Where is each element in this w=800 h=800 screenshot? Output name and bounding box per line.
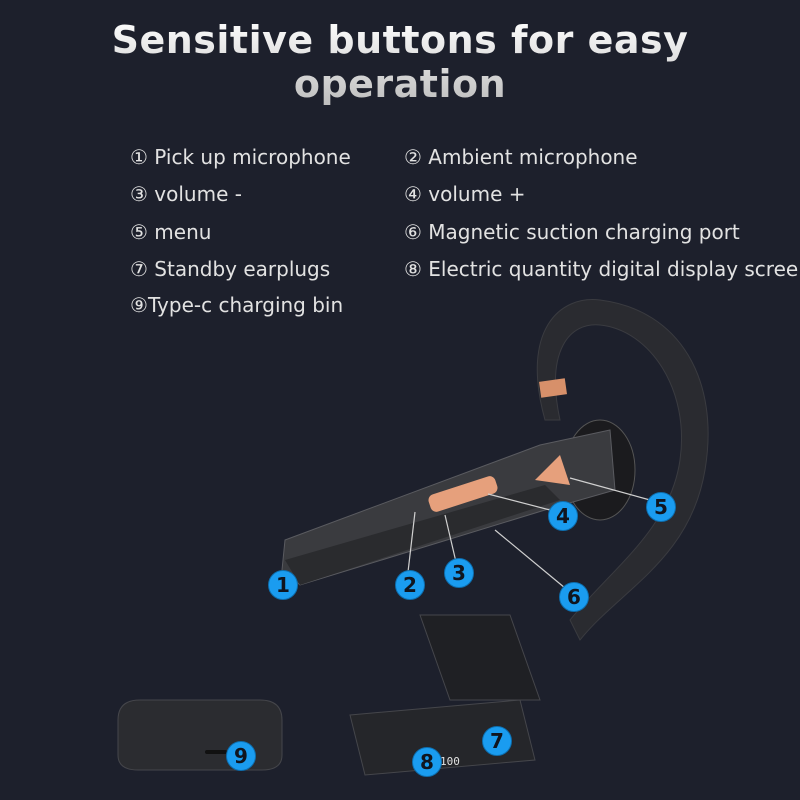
earpiece-underside <box>285 485 560 585</box>
battery-display: 100 <box>440 755 460 768</box>
badge-6: 6 <box>559 582 589 612</box>
case-lid <box>419 614 541 701</box>
feature-1: ① Pick up microphone <box>130 145 351 169</box>
badge-7: 7 <box>482 726 512 756</box>
type-c-port <box>205 750 227 754</box>
badge-2: 2 <box>395 570 425 600</box>
feature-6: ⑥ Magnetic suction charging port <box>404 220 740 244</box>
open-charging-case <box>349 699 536 776</box>
leader-lines <box>407 477 651 589</box>
badge-1: 1 <box>268 570 298 600</box>
badge-3: 3 <box>444 558 474 588</box>
page-title: Sensitive buttons for easy operation <box>0 18 800 106</box>
ear-hook <box>536 299 709 641</box>
badge-4: 4 <box>548 501 578 531</box>
feature-7: ⑦ Standby earplugs <box>130 257 331 281</box>
feature-5: ⑤ menu <box>130 220 212 244</box>
badge-5: 5 <box>646 492 676 522</box>
feature-3: ③ volume - <box>130 182 242 206</box>
feature-4: ④ volume + <box>404 182 526 206</box>
feature-2: ② Ambient microphone <box>404 145 638 169</box>
menu-button <box>535 455 570 485</box>
feature-9: ⑨Type-c charging bin <box>130 293 344 317</box>
hook-ring <box>539 378 567 398</box>
badge-8: 8 <box>412 747 442 777</box>
volume-buttons <box>428 476 498 512</box>
badge-9: 9 <box>226 741 256 771</box>
closed-charging-case <box>117 699 283 771</box>
feature-8: ⑧ Electric quantity digital display scre… <box>404 257 800 281</box>
